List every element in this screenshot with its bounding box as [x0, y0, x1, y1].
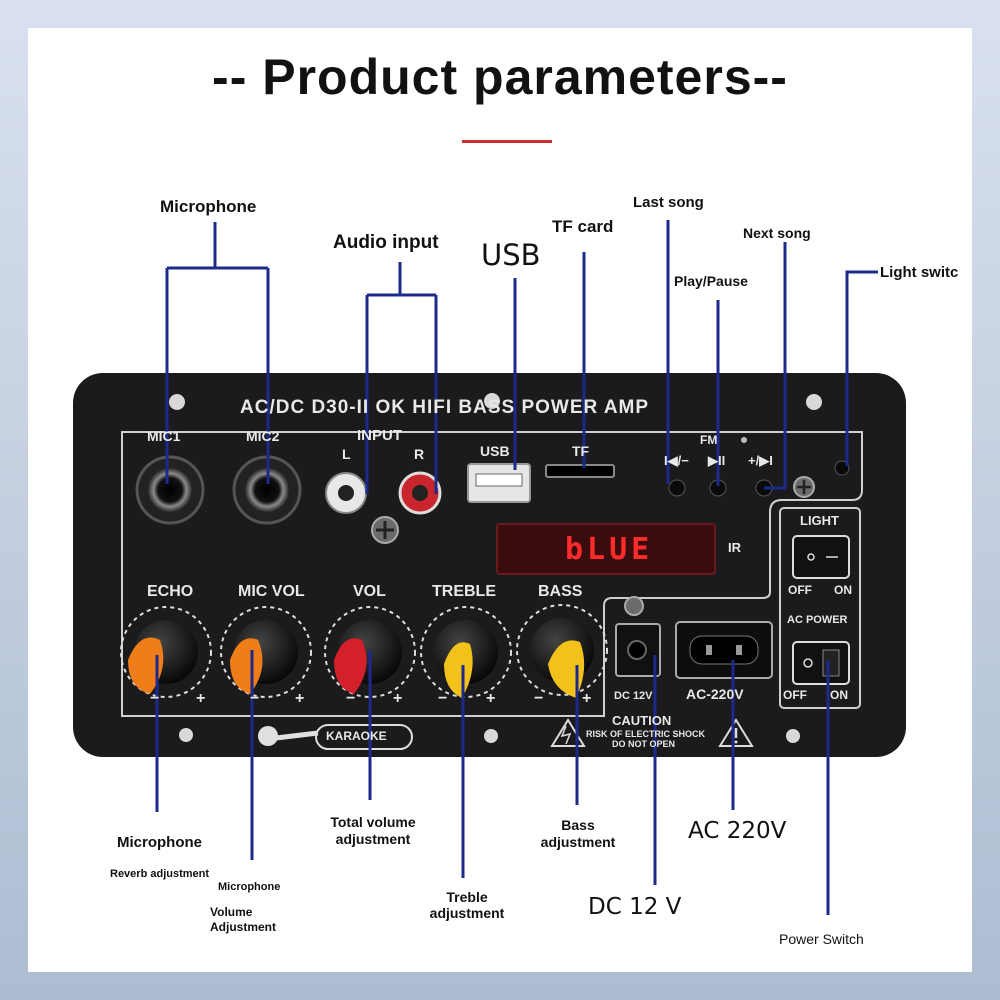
callout-mic-volume-title: Microphone	[218, 881, 281, 893]
light-on-label: ON	[834, 583, 852, 597]
caution-sub-1: RISK OF ELECTRIC SHOCK	[586, 729, 706, 739]
ac-panel-label: AC-220V	[686, 686, 744, 702]
karaoke-badge	[315, 724, 413, 750]
callout-ac: AC 220V	[688, 818, 787, 844]
input-label: INPUT	[357, 427, 402, 444]
knob-label-bass: BASS	[538, 583, 583, 600]
leader-lines	[155, 220, 878, 915]
tf-panel-label: TF	[572, 443, 590, 459]
callout-total-volume-1: Total volume	[330, 814, 416, 830]
callout-bass-2: adjustment	[540, 834, 616, 850]
title-underline	[462, 140, 552, 143]
knob-minus-vol: −	[346, 690, 356, 707]
knob-echo	[120, 606, 212, 698]
led-display-text: bLUE	[565, 532, 654, 567]
screw	[624, 596, 644, 616]
fm-label: FM	[700, 433, 718, 447]
light-switch	[792, 535, 850, 579]
karaoke-mic-icon	[258, 726, 278, 746]
next-button-label: +/▶I	[748, 453, 773, 468]
fm-indicator	[741, 437, 747, 443]
knob-minus-mic-vol: −	[250, 690, 260, 707]
panel-outline	[121, 431, 863, 717]
panel-model-label: AC/DC D30-II OK HIFI BASS POWER AMP	[240, 397, 650, 418]
mount-hole	[484, 393, 500, 409]
callout-play-pause: Play/Pause	[674, 273, 748, 289]
callout-light-switch: Light switc	[880, 264, 959, 281]
mic2-label: MIC2	[246, 428, 280, 444]
knob-plus-bass: +	[582, 690, 592, 707]
knob-plus-mic-vol: +	[295, 690, 305, 707]
mount-hole	[179, 728, 193, 742]
mount-hole	[786, 729, 800, 743]
knob-treble	[420, 606, 512, 698]
input-right-label: R	[414, 446, 425, 462]
knob-plus-echo: +	[196, 690, 206, 707]
switch-box-outline	[779, 507, 861, 709]
caution-triangle-icon	[718, 718, 754, 747]
callout-mic-reverb-title: Microphone	[117, 834, 202, 851]
power-switch	[792, 641, 850, 685]
callout-mic-reverb-sub: Reverb adjustment	[110, 868, 210, 880]
callout-tf-card: TF card	[552, 217, 614, 236]
power-on-label: ON	[830, 688, 848, 702]
knob-plus-vol: +	[393, 690, 403, 707]
input-left-label: L	[342, 446, 351, 462]
callout-treble-2: adjustment	[429, 905, 505, 921]
dc-panel-label: DC 12V	[614, 690, 653, 702]
knob-label-treble: TREBLE	[432, 583, 496, 600]
knob-minus-bass: −	[534, 690, 544, 707]
caution-sub-2: DO NOT OPEN	[612, 739, 676, 749]
callout-bass-1: Bass	[561, 817, 595, 833]
callout-next-song: Next song	[743, 225, 811, 241]
callout-audio-input: Audio input	[333, 232, 439, 253]
tf-slot	[545, 464, 615, 478]
ir-label: IR	[728, 540, 741, 555]
callout-microphone: Microphone	[160, 197, 257, 216]
knob-mic-vol	[220, 606, 312, 698]
knob-label-mic-vol: MIC VOL	[238, 583, 305, 600]
light-off-label: OFF	[788, 583, 812, 597]
knob-plus-treble: +	[486, 690, 496, 707]
power-off-label: OFF	[783, 688, 807, 702]
mic1-label: MIC1	[147, 428, 181, 444]
knob-label-echo: ECHO	[147, 583, 194, 600]
led-display	[496, 523, 716, 575]
knob-label-vol: VOL	[353, 583, 386, 600]
callout-total-volume-2: adjustment	[335, 831, 411, 847]
karaoke-label: KARAOKE	[326, 729, 387, 743]
callout-mic-volume-sub1: Volume	[210, 905, 253, 919]
caution-label: CAUTION	[612, 713, 672, 728]
knob-minus-echo: −	[150, 690, 160, 707]
button-prev-dot	[668, 479, 686, 497]
page-title: -- Product parameters--	[212, 49, 788, 105]
mount-hole	[806, 394, 822, 410]
callout-treble-1: Treble	[446, 889, 488, 905]
play-button-label: ▶II	[708, 453, 726, 468]
usb-panel-label: USB	[480, 443, 510, 459]
callout-power-switch: Power Switch	[779, 931, 864, 947]
light-label: LIGHT	[800, 513, 839, 528]
prev-button-label: I◀/−	[664, 453, 689, 468]
callout-last-song: Last song	[633, 194, 704, 211]
callout-usb: USB	[481, 238, 541, 272]
mount-hole	[484, 729, 498, 743]
ac-power-label: AC POWER	[787, 614, 848, 626]
callout-dc: DC 12 V	[588, 894, 682, 920]
callout-mic-volume-sub2: Adjustment	[210, 920, 276, 934]
mount-hole	[169, 394, 185, 410]
knob-minus-treble: −	[438, 690, 448, 707]
